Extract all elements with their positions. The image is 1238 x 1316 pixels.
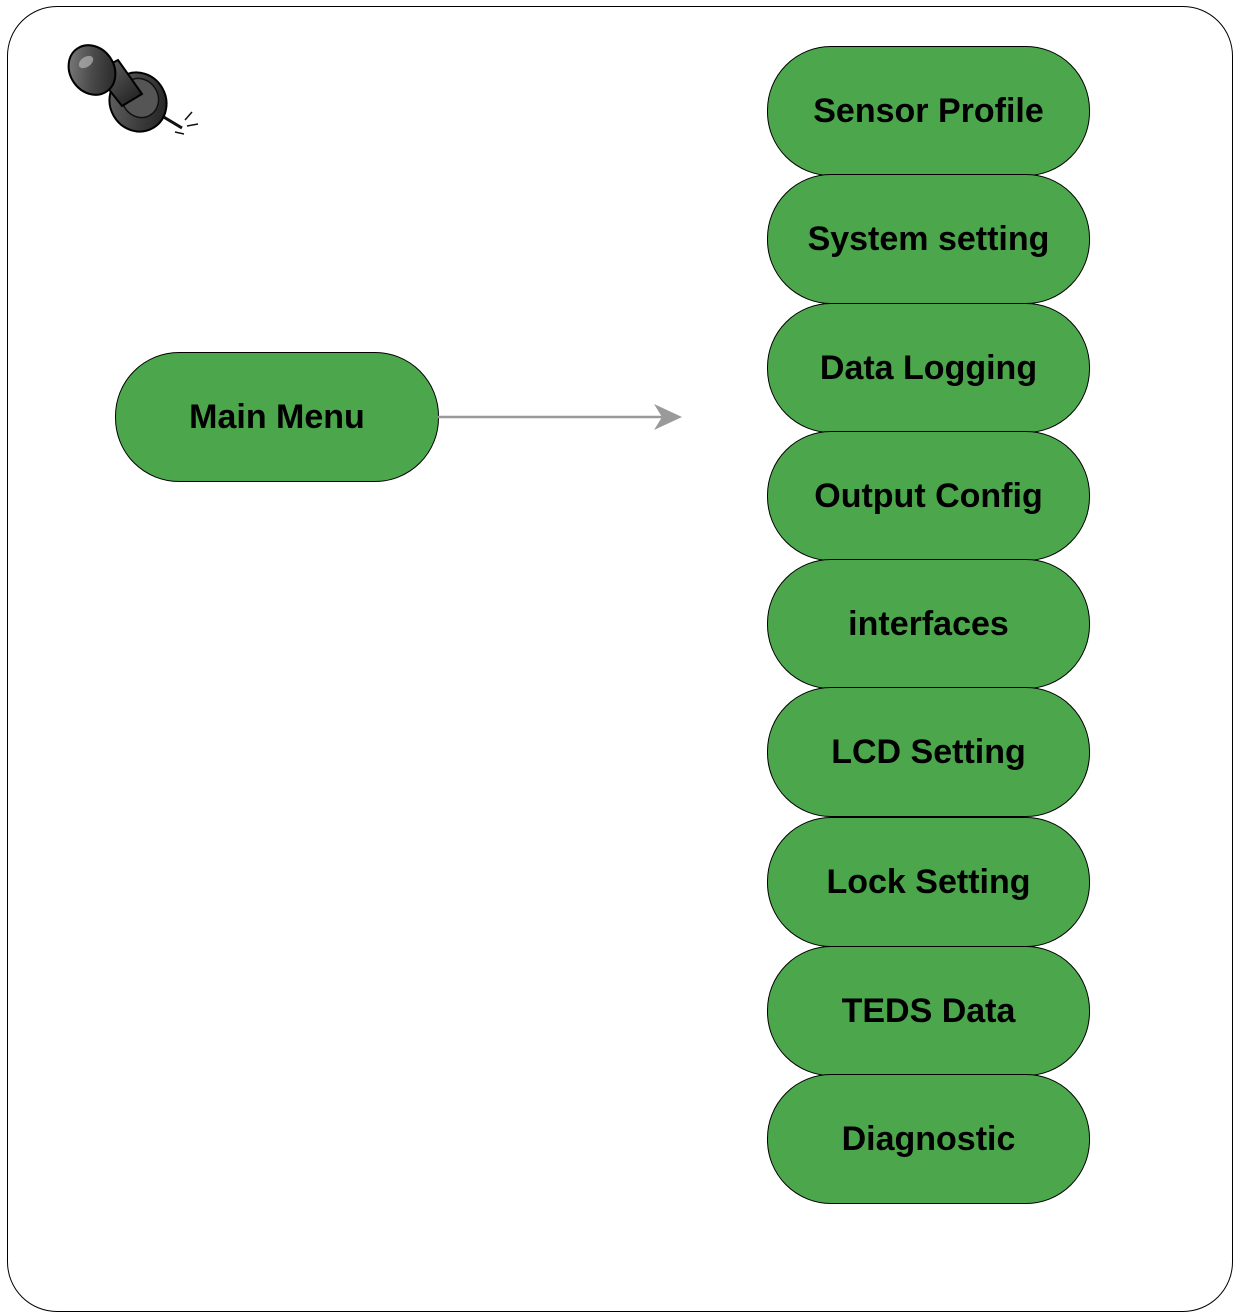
menu-item-label: LCD Setting bbox=[831, 732, 1026, 771]
menu-item-label: Lock Setting bbox=[826, 862, 1031, 901]
menu-item-diagnostic: Diagnostic bbox=[767, 1074, 1090, 1204]
menu-item-label: TEDS Data bbox=[841, 991, 1016, 1030]
pushpin-icon bbox=[67, 44, 199, 135]
menu-item-label: Data Logging bbox=[819, 348, 1038, 387]
menu-item-label: System setting bbox=[807, 219, 1050, 258]
menu-item-label: Sensor Profile bbox=[813, 91, 1044, 130]
menu-item-label: interfaces bbox=[848, 604, 1009, 643]
menu-item-output-config: Output Config bbox=[767, 431, 1090, 561]
menu-item-lcd-setting: LCD Setting bbox=[767, 687, 1090, 817]
menu-item-data-logging: Data Logging bbox=[767, 303, 1090, 433]
menu-item-lock-setting: Lock Setting bbox=[767, 817, 1090, 947]
main-menu-label: Main Menu bbox=[189, 397, 365, 436]
menu-item-label: Diagnostic bbox=[841, 1119, 1016, 1158]
menu-item-interfaces: interfaces bbox=[767, 559, 1090, 689]
menu-item-system-setting: System setting bbox=[767, 174, 1090, 304]
menu-item-sensor-profile: Sensor Profile bbox=[767, 46, 1090, 176]
main-menu-node: Main Menu bbox=[115, 352, 439, 482]
menu-item-teds-data: TEDS Data bbox=[767, 946, 1090, 1076]
connector-arrow bbox=[438, 404, 682, 430]
menu-item-label: Output Config bbox=[814, 476, 1043, 515]
